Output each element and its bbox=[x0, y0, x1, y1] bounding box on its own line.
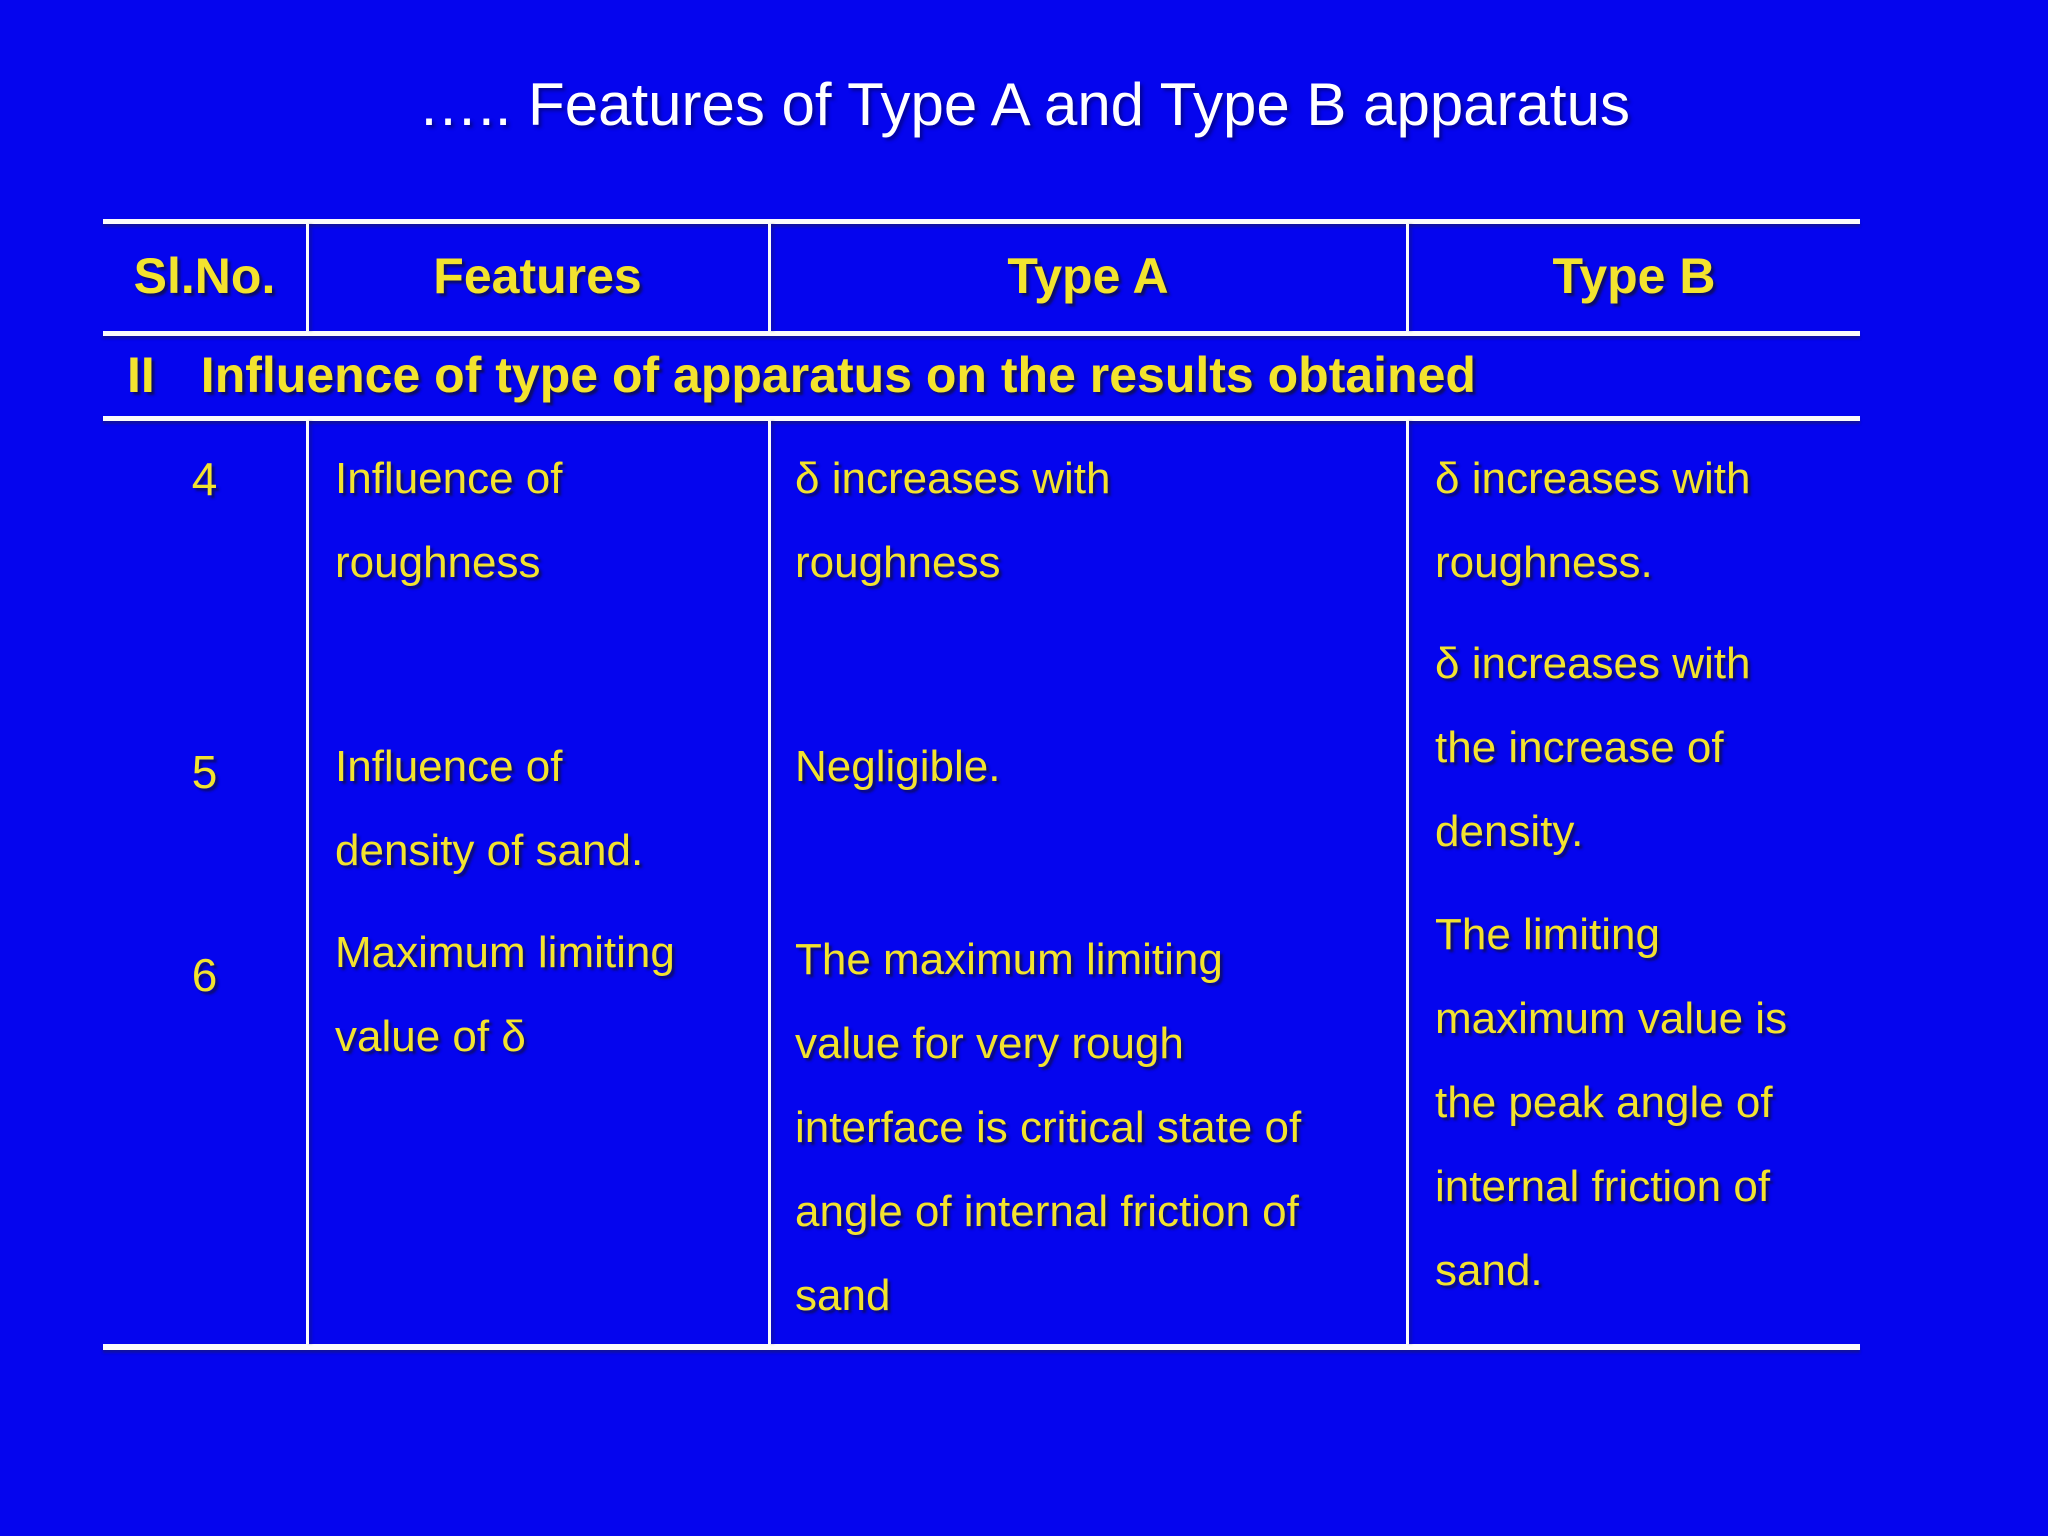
column-slno: 4 5 6 bbox=[103, 419, 306, 1345]
slide-title: ….. Features of Type A and Type B appara… bbox=[418, 71, 1630, 138]
row-6-number: 6 bbox=[191, 949, 218, 1001]
col-header-type-b: Type B bbox=[1552, 248, 1716, 304]
column-divider-slno-features-header bbox=[306, 224, 309, 331]
column-divider-features-typea-header bbox=[768, 224, 771, 331]
section-label: Influence of type of apparatus on the re… bbox=[200, 347, 1476, 403]
row-6-type-b: The limiting maximum value is the peak a… bbox=[1435, 910, 1788, 1295]
table-bottom-border bbox=[103, 1344, 1860, 1350]
col-header-features: Features bbox=[433, 248, 642, 304]
section-numeral: II bbox=[127, 347, 155, 403]
column-divider-typea-typeb-body bbox=[1406, 421, 1409, 1344]
row-5-number: 5 bbox=[191, 746, 218, 798]
column-type-b: δ increases with roughness. δ increases … bbox=[1435, 419, 1865, 1345]
column-divider-slno-features-body bbox=[306, 421, 309, 1344]
row-6-feature: Maximum limiting value of δ bbox=[335, 928, 675, 1061]
row-6-type-a: The maximum limiting value for very roug… bbox=[795, 935, 1302, 1320]
section-bottom-border bbox=[103, 416, 1860, 421]
table-top-border bbox=[103, 219, 1860, 224]
row-4-type-b: δ increases with roughness. bbox=[1435, 454, 1751, 587]
row-5-feature: Influence of density of sand. bbox=[335, 742, 644, 875]
column-divider-features-typea-body bbox=[768, 421, 771, 1344]
row-4-type-a: δ increases with roughness bbox=[795, 454, 1111, 587]
row-5-type-a: Negligible. bbox=[795, 742, 1001, 791]
row-5-type-b: δ increases with the increase of density… bbox=[1435, 639, 1751, 856]
column-divider-typea-typeb-header bbox=[1406, 224, 1409, 331]
column-features: Influence of roughness Influence of dens… bbox=[335, 419, 775, 1345]
row-4-feature: Influence of roughness bbox=[335, 454, 563, 587]
col-header-type-a: Type A bbox=[1007, 248, 1169, 304]
column-type-a: δ increases with roughness Negligible. T… bbox=[795, 419, 1413, 1345]
row-4-number: 4 bbox=[191, 453, 218, 505]
col-header-slno: Sl.No. bbox=[133, 248, 276, 304]
header-bottom-border bbox=[103, 331, 1860, 336]
section-row: II Influence of type of apparatus on the… bbox=[103, 334, 1860, 416]
